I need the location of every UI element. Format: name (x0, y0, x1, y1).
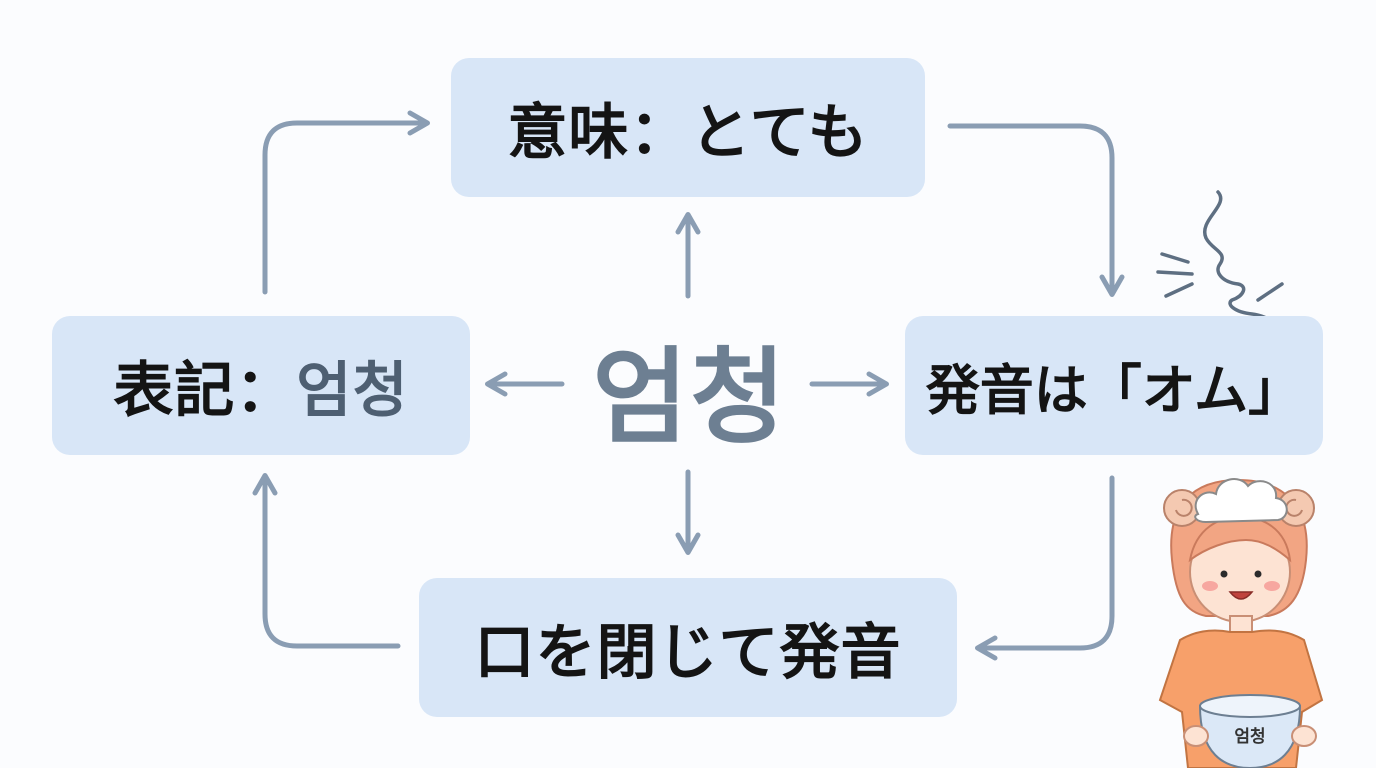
horn-icon (1163, 489, 1315, 527)
arrow-meaning-to-pronunciation (947, 123, 1125, 297)
speaking-face-icon (1156, 190, 1284, 322)
notation-value: 엄청 (296, 356, 409, 426)
mouth-text: 口を閉じて発音 (474, 618, 902, 688)
arrow-notation-to-meaning (262, 110, 430, 295)
center-word: 엄청 (592, 335, 788, 458)
node-meaning: 意味：とても (451, 58, 925, 197)
node-pronunciation: 発音は「オム」 (905, 316, 1323, 455)
character-illustration (1158, 478, 1324, 768)
node-notation: 表記：엄청 (52, 316, 470, 455)
meaning-value: とても (690, 98, 869, 168)
node-mouth: 口を閉じて発音 (419, 578, 957, 717)
bowl-label: 엄청 (1234, 727, 1266, 747)
meaning-label: 意味： (507, 98, 691, 168)
pronunciation-text: 発音は「オム」 (925, 359, 1303, 422)
cloud-icon (1194, 478, 1288, 524)
arrow-mouth-to-notation (252, 473, 401, 649)
notation-label: 表記： (113, 356, 297, 426)
arrow-pronunciation-to-mouth (975, 475, 1115, 661)
